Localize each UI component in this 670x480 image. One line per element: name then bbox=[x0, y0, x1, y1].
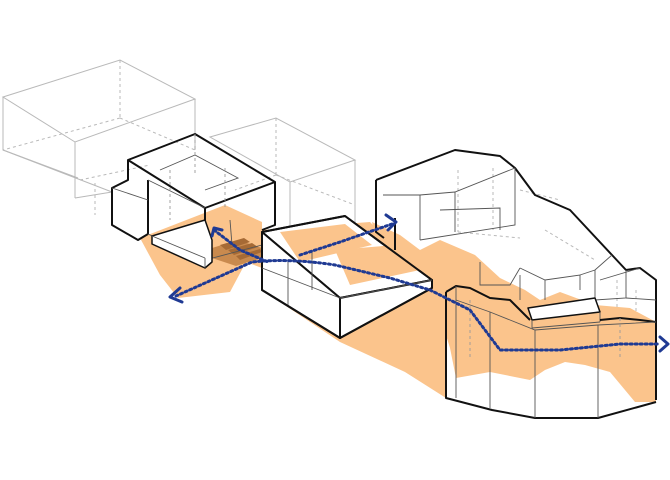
ghost-volume-right bbox=[457, 168, 637, 330]
building-a-base-lines bbox=[151, 235, 206, 268]
ghost-volume-left-inner bbox=[2, 60, 196, 215]
arrow-stair-icon bbox=[210, 226, 224, 238]
ghost-volume-left bbox=[1, 59, 197, 199]
building-d-inner bbox=[469, 300, 621, 360]
building-a-base bbox=[151, 219, 213, 269]
arrow-right-icon bbox=[658, 335, 670, 353]
path-main bbox=[174, 259, 662, 352]
building-a bbox=[111, 133, 276, 248]
arrow-left-icon bbox=[168, 286, 184, 304]
building-c-lines bbox=[383, 167, 657, 301]
slab-lines bbox=[531, 312, 601, 329]
path-branch-upper bbox=[298, 222, 394, 257]
ghost-volume-middle bbox=[208, 117, 357, 230]
arrow-upper-right-icon bbox=[384, 213, 398, 232]
building-d-lines bbox=[455, 286, 657, 418]
building-b-lines bbox=[261, 250, 433, 305]
building-a-inner bbox=[169, 134, 226, 220]
path-branch-left bbox=[212, 228, 270, 264]
circulation-path bbox=[174, 222, 662, 352]
